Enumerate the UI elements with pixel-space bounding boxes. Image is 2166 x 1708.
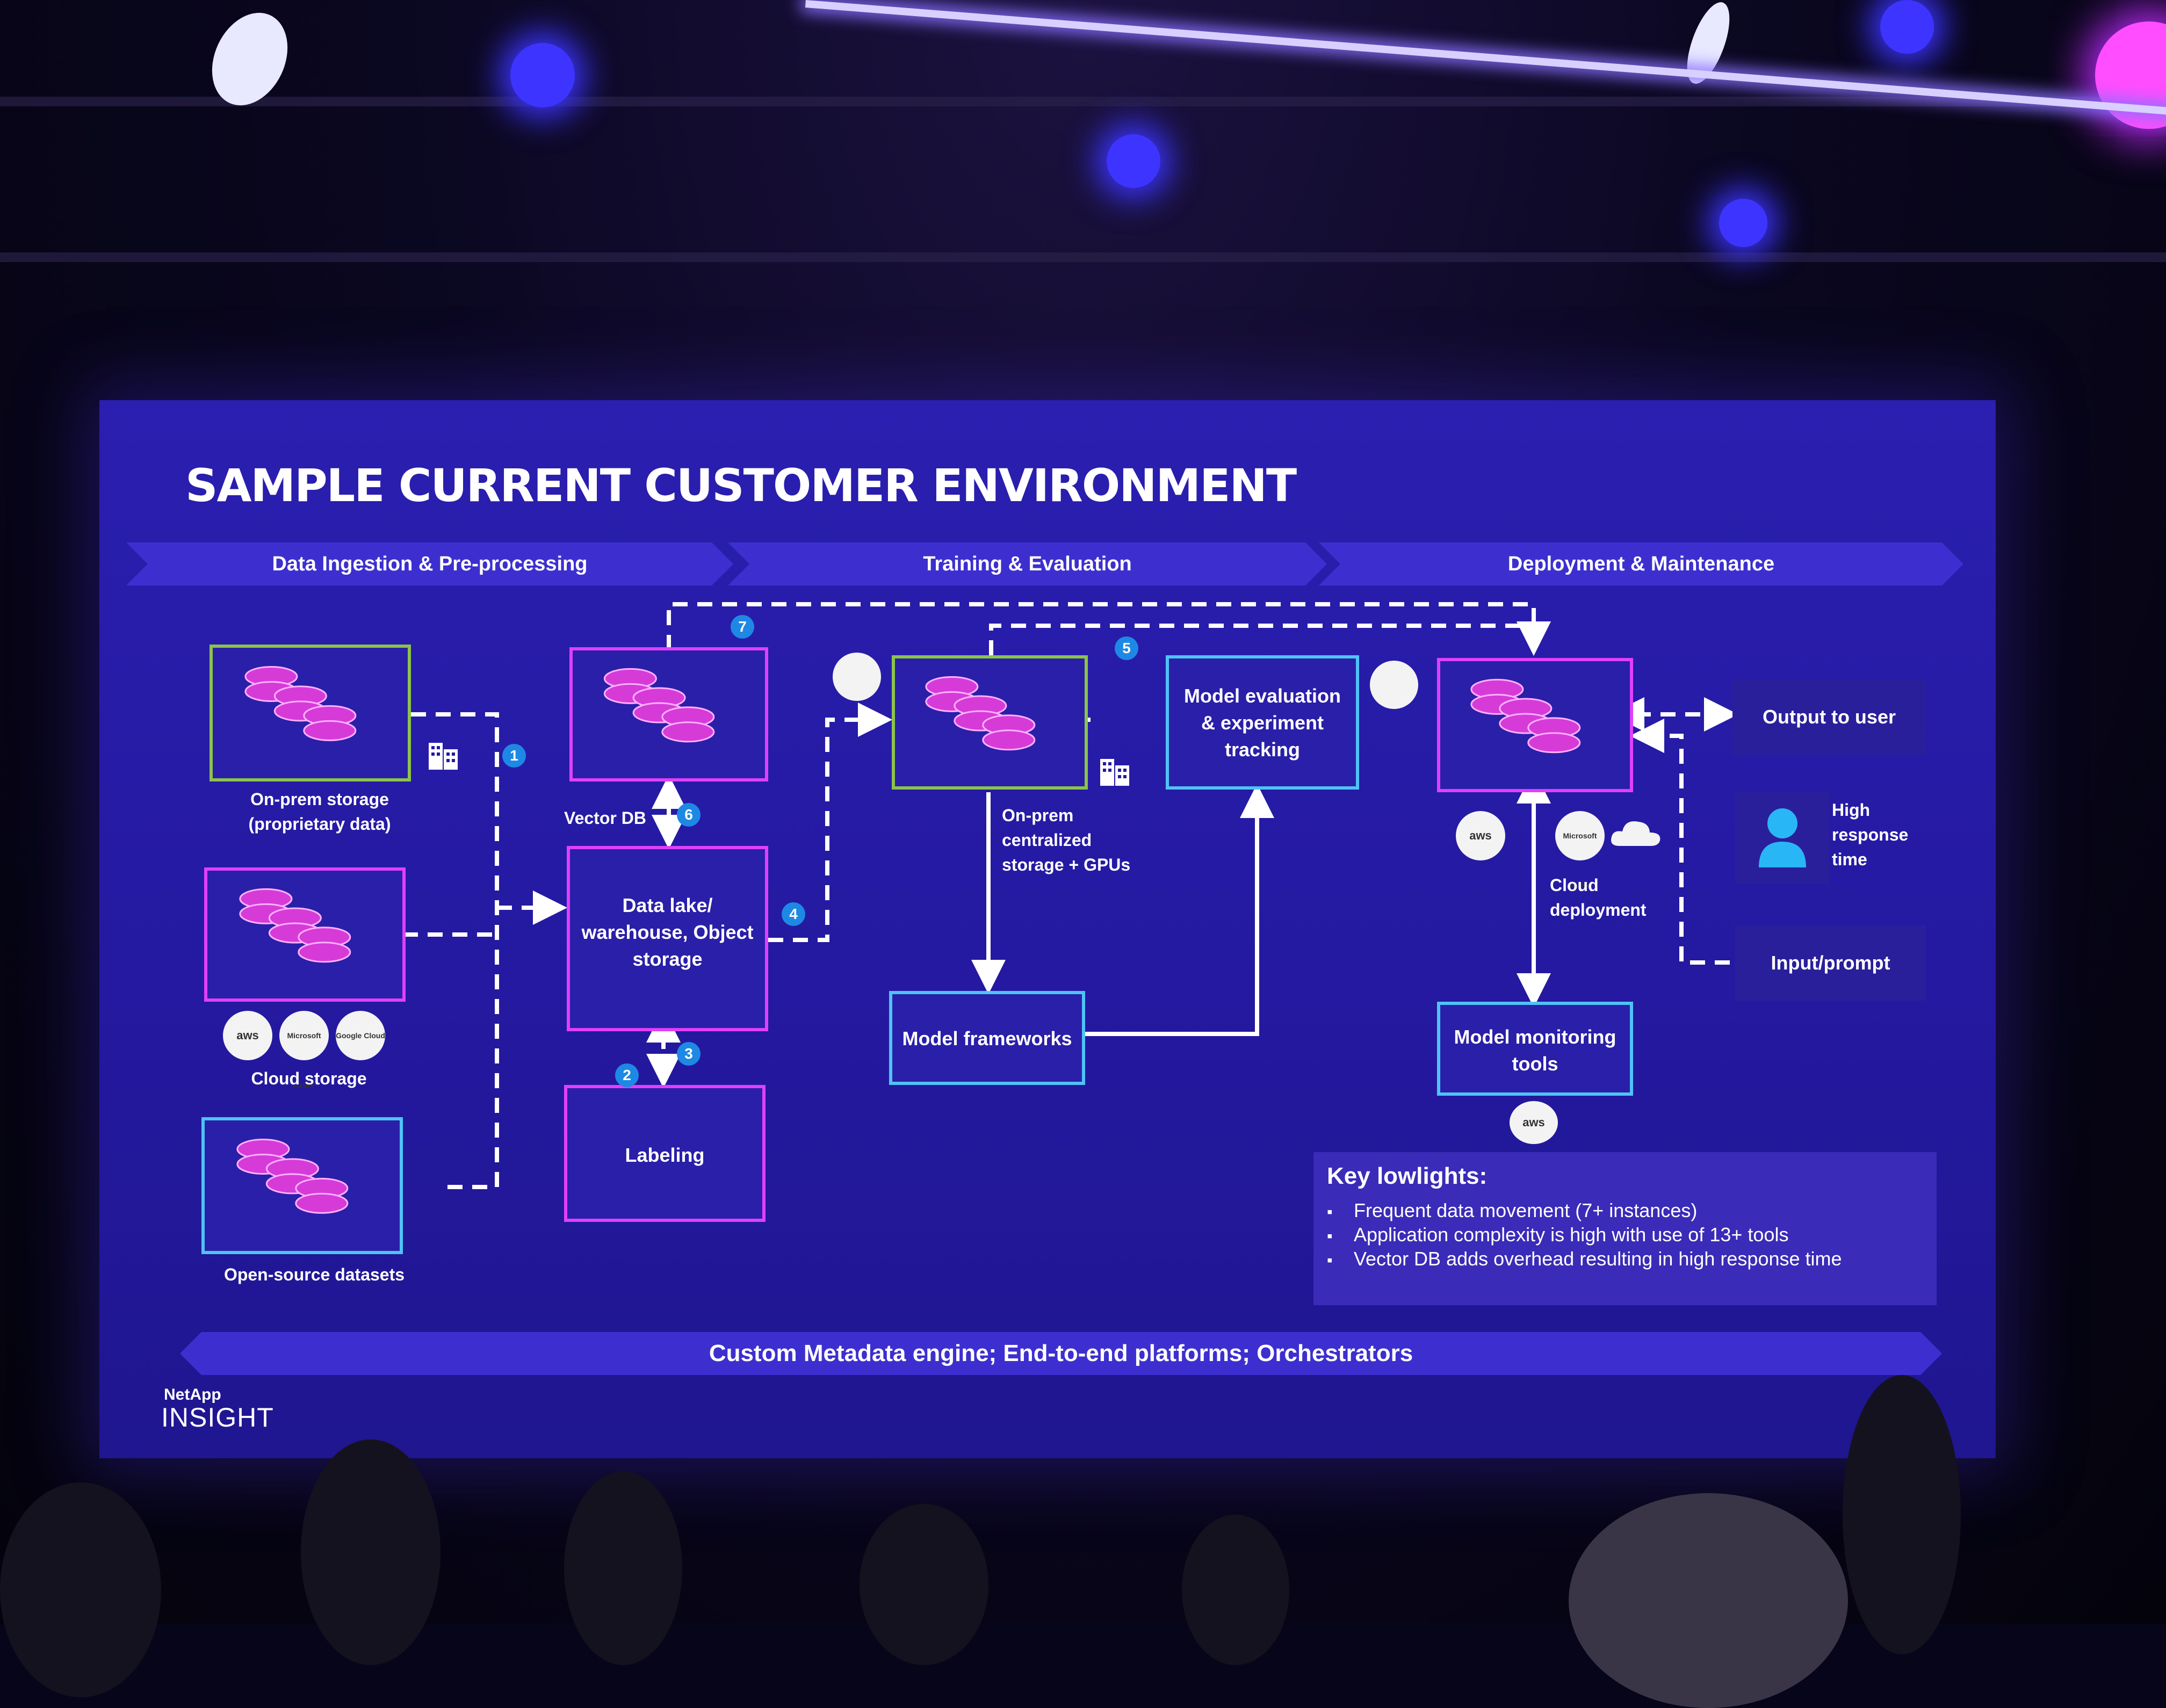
model-monitoring-label: Model monitoring tools bbox=[1454, 1026, 1616, 1075]
step-badge-4: 4 bbox=[782, 902, 805, 926]
audience-member bbox=[1569, 1493, 1848, 1708]
connector-lines bbox=[403, 602, 1738, 1189]
step-badge-6: 6 bbox=[677, 803, 701, 827]
lowlight-item: Frequent data movement (7+ instances) bbox=[1354, 1199, 1698, 1221]
database-icon bbox=[207, 871, 402, 998]
lowlight-item: Vector DB adds overhead resulting in hig… bbox=[1354, 1248, 1842, 1270]
onprem-caption: On-prem storage (proprietary data) bbox=[248, 790, 391, 834]
phase-ingestion: Data Ingestion & Pre-processing bbox=[126, 542, 733, 585]
audience-member bbox=[860, 1504, 988, 1665]
azure-logo: Microsoft Azure bbox=[279, 1011, 329, 1089]
database-icon bbox=[895, 658, 1085, 786]
cloud-deployment-caption: Cloud deployment bbox=[1550, 875, 1647, 920]
user-response-caption: High response time bbox=[1832, 800, 1909, 869]
labeling-label: Labeling bbox=[625, 1144, 705, 1166]
cloud-storage-node bbox=[204, 867, 406, 1002]
step-badge-1: 1 bbox=[502, 744, 526, 768]
database-icon bbox=[205, 1120, 400, 1251]
aws-logo: aws bbox=[1456, 811, 1505, 860]
model-frameworks-node: Model frameworks bbox=[889, 991, 1085, 1085]
data-lake-label: Data lake/ warehouse, Object storage bbox=[581, 894, 754, 970]
labeling-node: Labeling bbox=[564, 1085, 766, 1222]
stage-light bbox=[1107, 134, 1160, 188]
insight-logo: INSIGHT bbox=[161, 1402, 274, 1432]
bullet: ▪ bbox=[1327, 1203, 1333, 1221]
audience-member bbox=[564, 1472, 682, 1665]
phase-label: Training & Evaluation bbox=[923, 553, 1132, 575]
database-icon bbox=[1440, 661, 1630, 789]
bullet: ▪ bbox=[1327, 1227, 1333, 1245]
vector-db-caption: Vector DB bbox=[564, 808, 646, 828]
key-lowlights-panel: Key lowlights: ▪ Frequent data movement … bbox=[1313, 1152, 1937, 1305]
phase-label: Data Ingestion & Pre-processing bbox=[272, 553, 588, 575]
presentation-slide: SAMPLE CURRENT CUSTOMER ENVIRONMENT Data… bbox=[99, 400, 1996, 1458]
model-monitoring-node: Model monitoring tools bbox=[1437, 1002, 1633, 1096]
model-evaluation-node: Model evaluation & experiment tracking bbox=[1166, 655, 1359, 790]
footer-banner: Custom Metadata engine; End-to-end platf… bbox=[180, 1332, 1942, 1375]
audience-member bbox=[1182, 1515, 1289, 1665]
netapp-logo: NetApp bbox=[164, 1386, 221, 1403]
step-badge-2: 2 bbox=[615, 1063, 639, 1087]
input-label: Input/prompt bbox=[1771, 952, 1890, 974]
training-storage-caption: On-prem centralized storage + GPUs bbox=[1002, 806, 1131, 874]
audience-member bbox=[1843, 1375, 1961, 1654]
audience-member bbox=[0, 1482, 161, 1697]
phase-deployment: Deployment & Maintenance bbox=[1319, 542, 1963, 585]
user-icon bbox=[1757, 804, 1808, 869]
shield-icon bbox=[833, 653, 881, 701]
data-lake-node: Data lake/ warehouse, Object storage bbox=[567, 846, 768, 1031]
training-storage-node bbox=[892, 655, 1088, 790]
lighting-truss bbox=[0, 252, 2166, 262]
database-icon bbox=[213, 648, 408, 778]
vector-db-node bbox=[569, 647, 768, 781]
building-icon bbox=[1096, 749, 1133, 787]
audience-member bbox=[301, 1439, 441, 1665]
footer-label: Custom Metadata engine; End-to-end platf… bbox=[709, 1340, 1413, 1366]
input-prompt-node: Input/prompt bbox=[1735, 925, 1926, 1001]
aws-logo: aws bbox=[1510, 1101, 1558, 1144]
shield-icon bbox=[1370, 661, 1418, 709]
step-badge-5: 5 bbox=[1115, 636, 1138, 660]
user-node bbox=[1735, 792, 1829, 884]
output-label: Output to user bbox=[1763, 706, 1896, 728]
building-icon bbox=[424, 733, 462, 771]
azure-logo: Microsoft Azure bbox=[1555, 811, 1605, 889]
stage-light bbox=[510, 43, 575, 107]
deployment-storage-node bbox=[1437, 658, 1633, 792]
lighting-truss bbox=[0, 97, 2166, 106]
slide-title: SAMPLE CURRENT CUSTOMER ENVIRONMENT bbox=[185, 459, 1297, 512]
aws-logo: aws bbox=[223, 1011, 272, 1060]
step-badge-7: 7 bbox=[731, 615, 754, 639]
phase-training: Training & Evaluation bbox=[728, 542, 1327, 585]
open-source-caption: Open-source datasets bbox=[223, 1265, 405, 1284]
bullet: ▪ bbox=[1327, 1251, 1333, 1269]
gcp-logo: Google Cloud bbox=[336, 1011, 385, 1060]
phase-label: Deployment & Maintenance bbox=[1507, 553, 1775, 575]
cloud-icon bbox=[1609, 816, 1663, 849]
lowlight-item: Application complexity is high with use … bbox=[1354, 1224, 1789, 1246]
onprem-storage-node bbox=[210, 645, 411, 781]
model-frameworks-label: Model frameworks bbox=[902, 1027, 1072, 1050]
cloud-caption: Cloud storage bbox=[251, 1069, 367, 1088]
stage-light bbox=[1719, 199, 1767, 247]
open-source-node bbox=[201, 1117, 403, 1254]
database-icon bbox=[573, 650, 765, 778]
stage-light bbox=[1880, 0, 1934, 54]
step-badge-3: 3 bbox=[677, 1042, 701, 1066]
key-lowlights-heading: Key lowlights: bbox=[1327, 1163, 1488, 1189]
model-evaluation-label: Model evaluation & experiment tracking bbox=[1183, 685, 1341, 761]
output-to-user-node: Output to user bbox=[1732, 679, 1926, 755]
